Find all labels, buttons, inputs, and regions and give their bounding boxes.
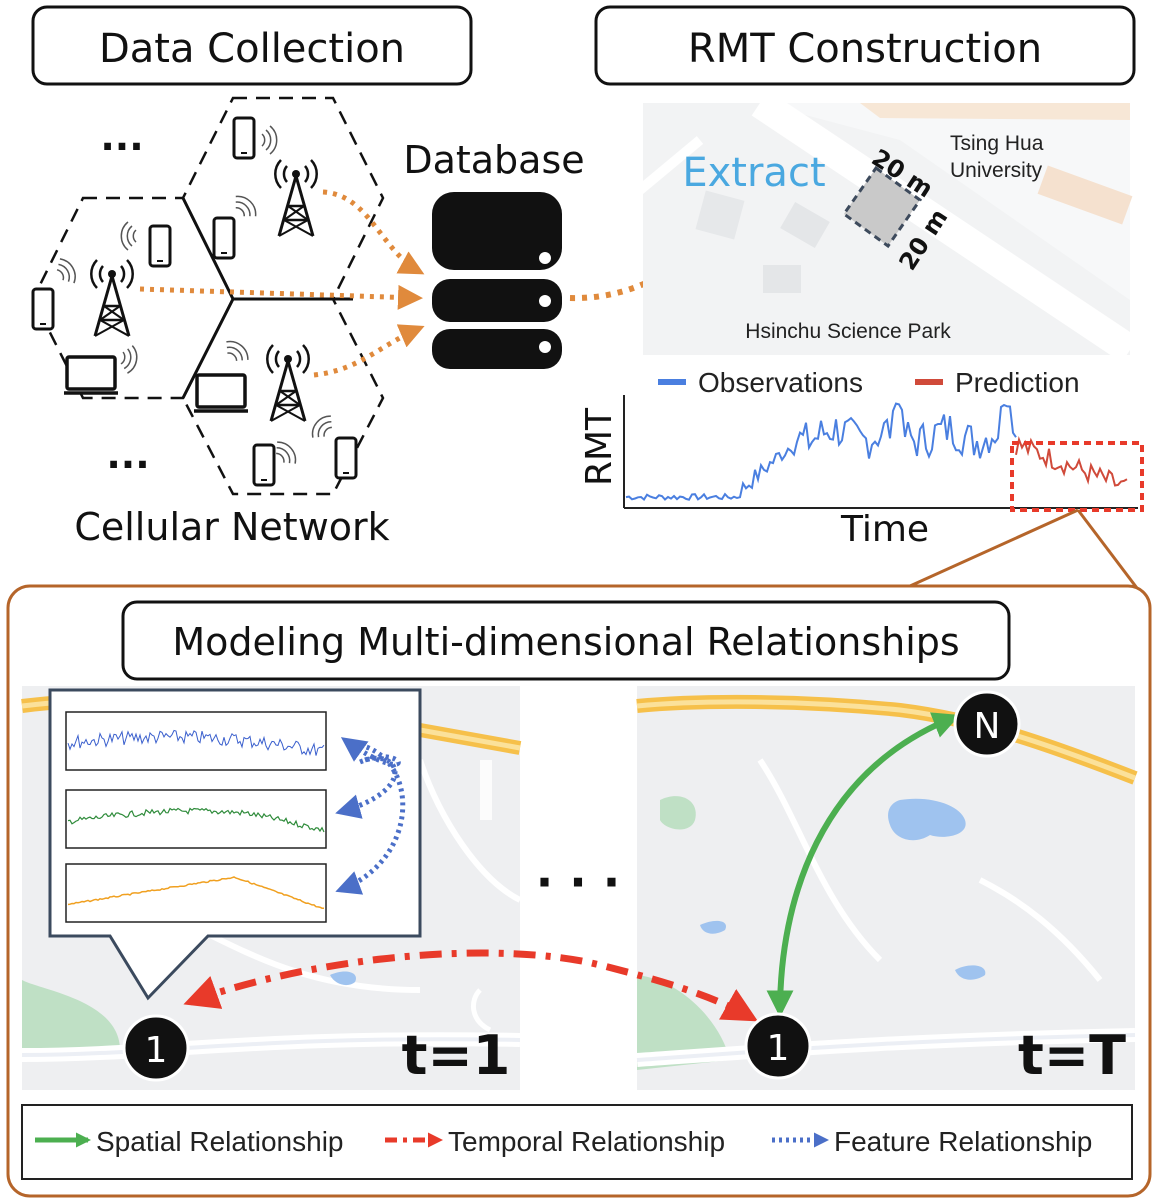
ellipsis-top: ...	[100, 115, 143, 159]
rmt-construction-title: RMT Construction	[688, 26, 1042, 72]
node-N-label: N	[974, 706, 1001, 747]
database-icon	[432, 192, 562, 369]
prediction-highlight-box	[1010, 441, 1144, 512]
legend-observations-label: Observations	[698, 367, 863, 398]
smartphone-icon	[334, 436, 358, 480]
smartphone-icon	[252, 443, 276, 487]
rmt-construction-section: RMT Construction Extract 20 m 20 m Tsing…	[594, 5, 1139, 363]
smartphone-icon	[212, 216, 236, 260]
smartphone-icon	[31, 287, 55, 331]
map-snippet-top	[636, 90, 1139, 363]
feature-callout	[48, 688, 422, 1001]
rmt-chart: Observations Prediction RMT Time	[579, 367, 1144, 550]
time-label-t1: t=1	[402, 1024, 511, 1087]
feature-series-2	[67, 807, 325, 833]
modeling-section: Modeling Multi-dimensional Relationships…	[6, 584, 1152, 1198]
laptop-icon	[192, 373, 250, 413]
data-collection-section: Data Collection ... ... Cellular Net	[31, 5, 473, 549]
signal-waves-icon	[220, 336, 253, 367]
node-1-label: 1	[145, 1030, 168, 1071]
feature-relationship-arrows	[335, 737, 406, 895]
database-group: Database	[403, 138, 585, 369]
ellipsis-bottom: ...	[106, 433, 149, 477]
database-label: Database	[403, 138, 584, 182]
feature-chart-3	[65, 863, 327, 923]
legend-prediction-label: Prediction	[955, 367, 1080, 398]
zoom-connector-right	[1076, 509, 1148, 601]
signal-waves-icon	[120, 221, 137, 251]
place-label-north: Tsing Hua	[950, 132, 1044, 155]
node-N-tT: N	[953, 690, 1021, 758]
chart-y-label: RMT	[579, 407, 620, 486]
place-label-north-2: University	[950, 159, 1043, 182]
signal-waves-icon	[261, 125, 278, 155]
signal-waves-icon	[52, 254, 81, 288]
node-1-tT: 1	[744, 1012, 812, 1080]
temporal-relationship-arrow	[183, 949, 759, 1022]
rmt-title-box	[594, 5, 1136, 86]
signal-waves-icon	[307, 411, 338, 444]
grid-cell-square	[841, 165, 923, 249]
smartphone-icon	[148, 224, 172, 268]
laptop-icon	[62, 355, 120, 395]
legend-temporal-label: Temporal Relationship	[448, 1126, 725, 1157]
data-collection-title-box	[31, 5, 473, 86]
feature-chart-2	[65, 789, 327, 849]
signal-waves-icon	[118, 343, 140, 376]
data-collection-title: Data Collection	[99, 26, 405, 72]
node-1-t1: 1	[122, 1014, 190, 1082]
ellipsis-time: · · ·	[536, 855, 620, 909]
feature-series-1	[67, 729, 325, 756]
place-label-south: Hsinchu Science Park	[745, 320, 951, 343]
legend-box	[21, 1104, 1133, 1180]
modeling-title-box	[121, 600, 1011, 681]
cell-tower-icon	[265, 343, 311, 423]
legend-feature-label: Feature Relationship	[834, 1126, 1092, 1157]
feature-series-3	[67, 876, 325, 910]
signal-waves-icon	[229, 190, 262, 223]
cell-hexagon-top	[181, 96, 385, 301]
spatial-relationship-arrow	[766, 712, 961, 1018]
node-1-label: 1	[767, 1028, 790, 1069]
extract-label: Extract	[682, 150, 825, 196]
chart-x-label: Time	[840, 509, 929, 550]
cell-tower-icon	[89, 258, 135, 338]
cell-tower-icon	[273, 158, 319, 238]
feature-chart-1	[65, 711, 327, 771]
relationship-legend: Spatial Relationship Temporal Relationsh…	[21, 1104, 1133, 1180]
zoom-connector-left	[909, 508, 1079, 588]
observations-series	[625, 402, 1017, 502]
time-label-tT: t=T	[1018, 1024, 1126, 1087]
prediction-series	[1015, 435, 1128, 487]
modeling-title: Modeling Multi-dimensional Relationships	[172, 620, 959, 664]
cellular-network-label: Cellular Network	[74, 505, 389, 549]
legend-spatial-label: Spatial Relationship	[96, 1126, 344, 1157]
smartphone-icon	[232, 116, 256, 160]
